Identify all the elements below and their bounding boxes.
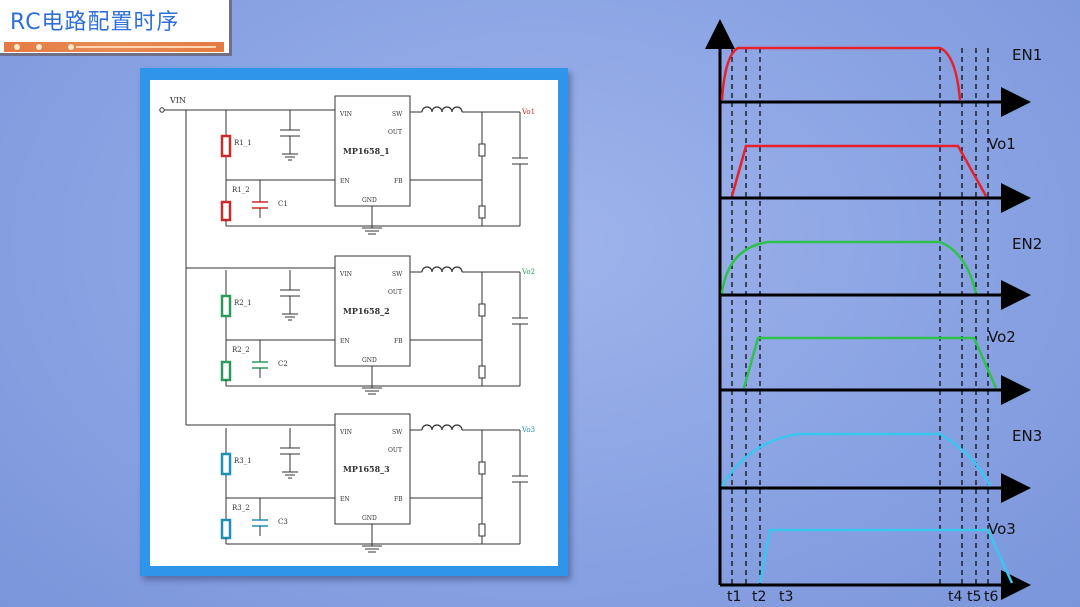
page-title: RC电路配置时序	[10, 10, 180, 35]
resistor-bottom-label: R2_2	[232, 346, 250, 354]
waveform-vo1	[730, 144, 988, 197]
pin-gnd-label: GND	[362, 357, 377, 364]
resistor-top-label: R1_1	[234, 139, 252, 147]
vout-label: Vo2	[521, 268, 535, 276]
waveform-vo2	[742, 336, 998, 389]
pin-vin-label: VIN	[339, 429, 352, 436]
signal-label: EN3	[1012, 427, 1042, 445]
signal-label: Vo2	[988, 328, 1016, 346]
waveform-en2	[720, 240, 978, 294]
title-decor-dot	[68, 44, 74, 50]
signal-label: Vo1	[988, 135, 1016, 153]
vout-label: Vo3	[521, 426, 535, 434]
converter-stage-3: VIN SW OUT MP1658_3EN FB GND R3_1R3_2C3 Vo3	[220, 413, 535, 553]
resistor-top-label: R2_1	[234, 299, 252, 307]
converter-stage-1: VIN SW OUT MP1658_1EN FB GND R1_1R1_2C1 Vo1	[220, 95, 535, 235]
resistor-top	[220, 452, 232, 476]
regulator-chip	[334, 95, 411, 207]
pin-out-label: OUT	[388, 289, 402, 296]
pin-sw-label: SW	[392, 111, 403, 118]
pin-vin-label: VIN	[339, 271, 352, 278]
capacitor-label: C3	[278, 518, 288, 526]
time-label: t2	[752, 589, 766, 605]
schematic-diagram: VIN VIN SW OUT MP1658_1EN FB GND R1_1R1_2C1 Vo1…	[159, 95, 535, 553]
waveform-en3	[720, 432, 992, 487]
time-label: t1	[727, 589, 741, 605]
resistor-top	[220, 134, 232, 158]
pin-sw-label: SW	[392, 429, 403, 436]
vout-label: Vo1	[521, 108, 535, 116]
title-decor-dot	[36, 44, 42, 50]
pin-vin-label: VIN	[339, 111, 352, 118]
pin-sw-label: SW	[392, 271, 403, 278]
pin-out-label: OUT	[388, 129, 402, 136]
pin-en-label: EN	[340, 178, 350, 185]
capacitor-label: C2	[278, 360, 288, 368]
resistor-top-label: R3_1	[234, 457, 252, 465]
waveform-en1	[720, 46, 962, 101]
inductor	[421, 266, 463, 273]
waveform-vo3	[758, 528, 1014, 584]
chip-name-label: MP1658_1	[343, 146, 390, 156]
time-label: t3	[779, 589, 793, 605]
capacitor-label: C1	[278, 200, 288, 208]
pin-fb-label: FB	[394, 338, 403, 345]
pin-fb-label: FB	[394, 178, 403, 185]
regulator-chip	[334, 255, 411, 367]
signal-label: Vo3	[988, 520, 1016, 538]
pin-gnd-label: GND	[362, 515, 377, 522]
resistor-bottom-label: R3_2	[232, 504, 250, 512]
pin-out-label: OUT	[388, 447, 402, 454]
resistor-top	[220, 294, 232, 318]
title-decor-dot	[14, 44, 20, 50]
chip-name-label: MP1658_3	[343, 464, 390, 474]
title-decor-line	[76, 46, 216, 48]
pin-en-label: EN	[340, 338, 350, 345]
vin-label: VIN	[169, 96, 186, 105]
resistor-bottom-label: R1_2	[232, 186, 250, 194]
signal-label: EN1	[1012, 46, 1042, 64]
converter-stage-2: VIN SW OUT MP1658_2EN FB GND R2_1R2_2C2 Vo2	[220, 255, 535, 395]
title-box: RC电路配置时序	[0, 0, 232, 56]
inductor	[421, 424, 463, 431]
chip-name-label: MP1658_2	[343, 306, 390, 316]
time-label: t6	[984, 589, 998, 605]
signal-label: EN2	[1012, 235, 1042, 253]
time-label: t5	[967, 589, 981, 605]
pin-fb-label: FB	[394, 496, 403, 503]
pin-en-label: EN	[340, 496, 350, 503]
inductor	[421, 106, 463, 113]
pin-gnd-label: GND	[362, 197, 377, 204]
time-label: t4	[948, 589, 962, 605]
